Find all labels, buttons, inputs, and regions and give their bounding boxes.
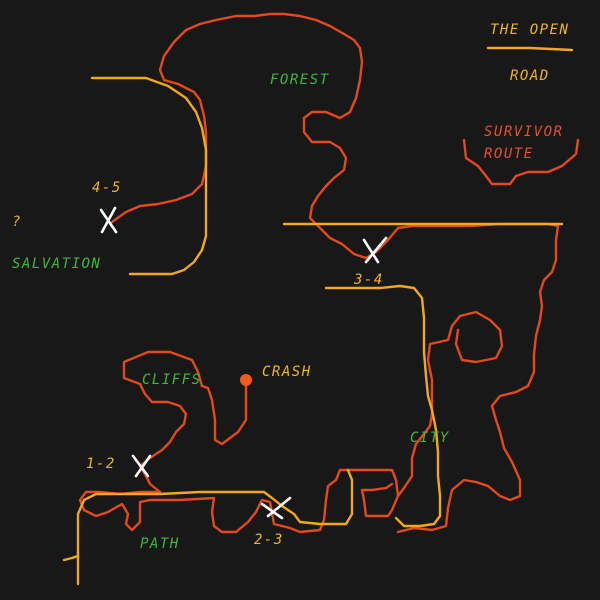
checkpoint-marks bbox=[99, 206, 388, 520]
region-label-cliffs: CLIFFS bbox=[142, 372, 202, 388]
route-path-loop bbox=[78, 468, 400, 534]
x-mark-icon bbox=[362, 236, 388, 264]
region-label-city: CITY bbox=[410, 430, 450, 446]
road-salvation-arc bbox=[90, 76, 208, 276]
route-city-east bbox=[396, 222, 560, 534]
route-city-loop bbox=[396, 310, 504, 498]
legend-open-road-label-2: ROAD bbox=[510, 68, 550, 84]
route-crash-segment bbox=[122, 350, 248, 494]
checkpoint-label-1-2: 1-2 bbox=[86, 456, 116, 472]
x-mark-icon bbox=[131, 454, 152, 478]
x-mark-icon bbox=[260, 496, 292, 520]
crash-label: CRASH bbox=[262, 364, 312, 380]
road-city-line bbox=[324, 284, 442, 528]
legend-survivor-label-1: SURVIVOR bbox=[484, 124, 563, 140]
road-path-stub bbox=[62, 554, 80, 562]
x-mark-icon bbox=[99, 206, 118, 234]
legend-open-road-label-1: THE OPEN bbox=[490, 22, 569, 38]
checkpoint-label-2-3: 2-3 bbox=[254, 532, 284, 548]
checkpoint-label-4-5: 4-5 bbox=[92, 180, 122, 196]
region-label-forest: FOREST bbox=[270, 72, 330, 88]
crash-dot-icon bbox=[240, 374, 252, 386]
legend-open-road-swatch bbox=[486, 46, 574, 52]
open-road bbox=[62, 46, 574, 586]
legend-survivor-swatch bbox=[462, 138, 580, 186]
legend-survivor-label-2: ROUTE bbox=[484, 146, 534, 162]
checkpoint-label-3-4: 3-4 bbox=[353, 272, 384, 288]
road-path-line bbox=[76, 468, 354, 586]
region-label-path: PATH bbox=[140, 536, 180, 552]
route-forest-loop bbox=[110, 12, 400, 260]
unknown-marker-label: ? bbox=[12, 214, 22, 230]
region-label-salvation: SALVATION bbox=[12, 256, 101, 272]
